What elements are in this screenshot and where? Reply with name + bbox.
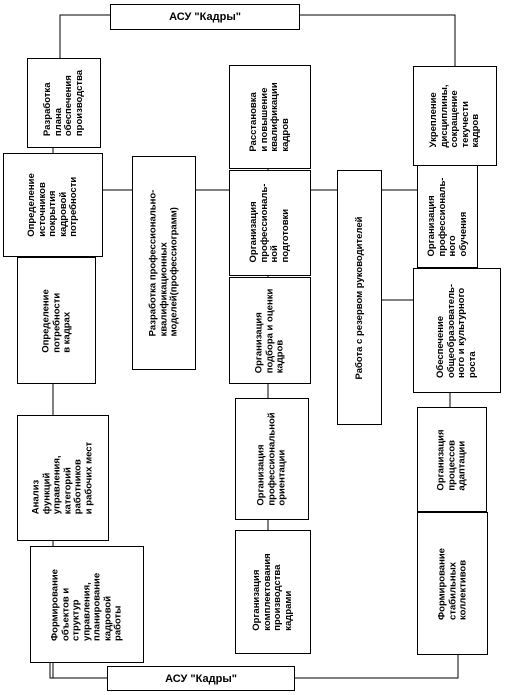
box-training: Организация профессиональ- ной подготовк… bbox=[229, 170, 311, 276]
box-orientation-label: Организация профессиональной ориентации bbox=[255, 412, 288, 506]
box-training-label: Организация профессиональ- ной подготовк… bbox=[248, 183, 291, 263]
box-sources: Определение источников покрытия кадровой… bbox=[3, 153, 103, 257]
box-need-label: Определение потребности в кадрах bbox=[39, 288, 72, 353]
box-adaptation-label: Организация процессов адаптации bbox=[435, 428, 468, 491]
box-adaptation: Организация процессов адаптации bbox=[417, 407, 487, 512]
box-reserve-label: Работа с резервом руководителей bbox=[353, 216, 365, 379]
box-plan: Разработка плана обеспечения производств… bbox=[27, 58, 101, 148]
box-structures-label: Формирование объектов и структур управле… bbox=[49, 568, 124, 641]
asu-kadry-top-label: АСУ "Кадры" bbox=[169, 11, 241, 23]
connector-top-right bbox=[300, 14, 456, 66]
box-staffing: Организация комплектования производства … bbox=[235, 530, 311, 654]
box-profedu-label: Организация профессиональ- ного обучения bbox=[425, 177, 469, 256]
box-general: Обеспечение общеобразователь- ного и кул… bbox=[413, 268, 501, 393]
box-need: Определение потребности в кадрах bbox=[17, 257, 96, 384]
box-reserve: Работа с резервом руководителей bbox=[337, 170, 382, 425]
box-profedu: Организация профессиональ- ного обучения bbox=[417, 165, 478, 268]
asu-kadry-top: АСУ "Кадры" bbox=[110, 4, 300, 30]
box-selection-label: Организация подбора и оценки кадров bbox=[253, 288, 286, 373]
asu-kadry-bottom-label: АСУ "Кадры" bbox=[165, 672, 237, 685]
box-staffing-label: Организация комплектования производства … bbox=[251, 553, 294, 631]
box-models-label: Разработка профессионально- квалификацио… bbox=[147, 189, 180, 337]
box-discipline-label: Укрепление дисциплины, сокращение текуче… bbox=[427, 84, 481, 148]
box-selection: Организация подбора и оценки кадров bbox=[229, 277, 311, 384]
asu-kadry-bottom: АСУ "Кадры" bbox=[107, 666, 295, 691]
box-discipline: Укрепление дисциплины, сокращение текуче… bbox=[413, 66, 497, 166]
box-placement: Расстановка и повышение квалификации кад… bbox=[229, 65, 311, 169]
box-collectives: Формирование стабильных коллективов bbox=[417, 512, 488, 655]
box-general-label: Обеспечение общеобразователь- ного и кул… bbox=[435, 283, 478, 378]
box-structures: Формирование объектов и структур управле… bbox=[30, 546, 144, 663]
box-plan-label: Разработка плана обеспечения производств… bbox=[42, 69, 85, 137]
box-models: Разработка профессионально- квалификацио… bbox=[132, 156, 196, 370]
box-analysis-label: Анализ функций управления, категорий раб… bbox=[30, 441, 95, 515]
box-analysis: Анализ функций управления, категорий раб… bbox=[17, 415, 109, 541]
box-sources-label: Определение источников покрытия кадровой… bbox=[25, 173, 79, 237]
box-collectives-label: Формирование стабильных коллективов bbox=[435, 547, 468, 620]
connector-top-left bbox=[59, 14, 110, 58]
box-placement-label: Расстановка и повышение квалификации кад… bbox=[248, 82, 291, 152]
box-orientation: Организация профессиональной ориентации bbox=[235, 398, 309, 520]
